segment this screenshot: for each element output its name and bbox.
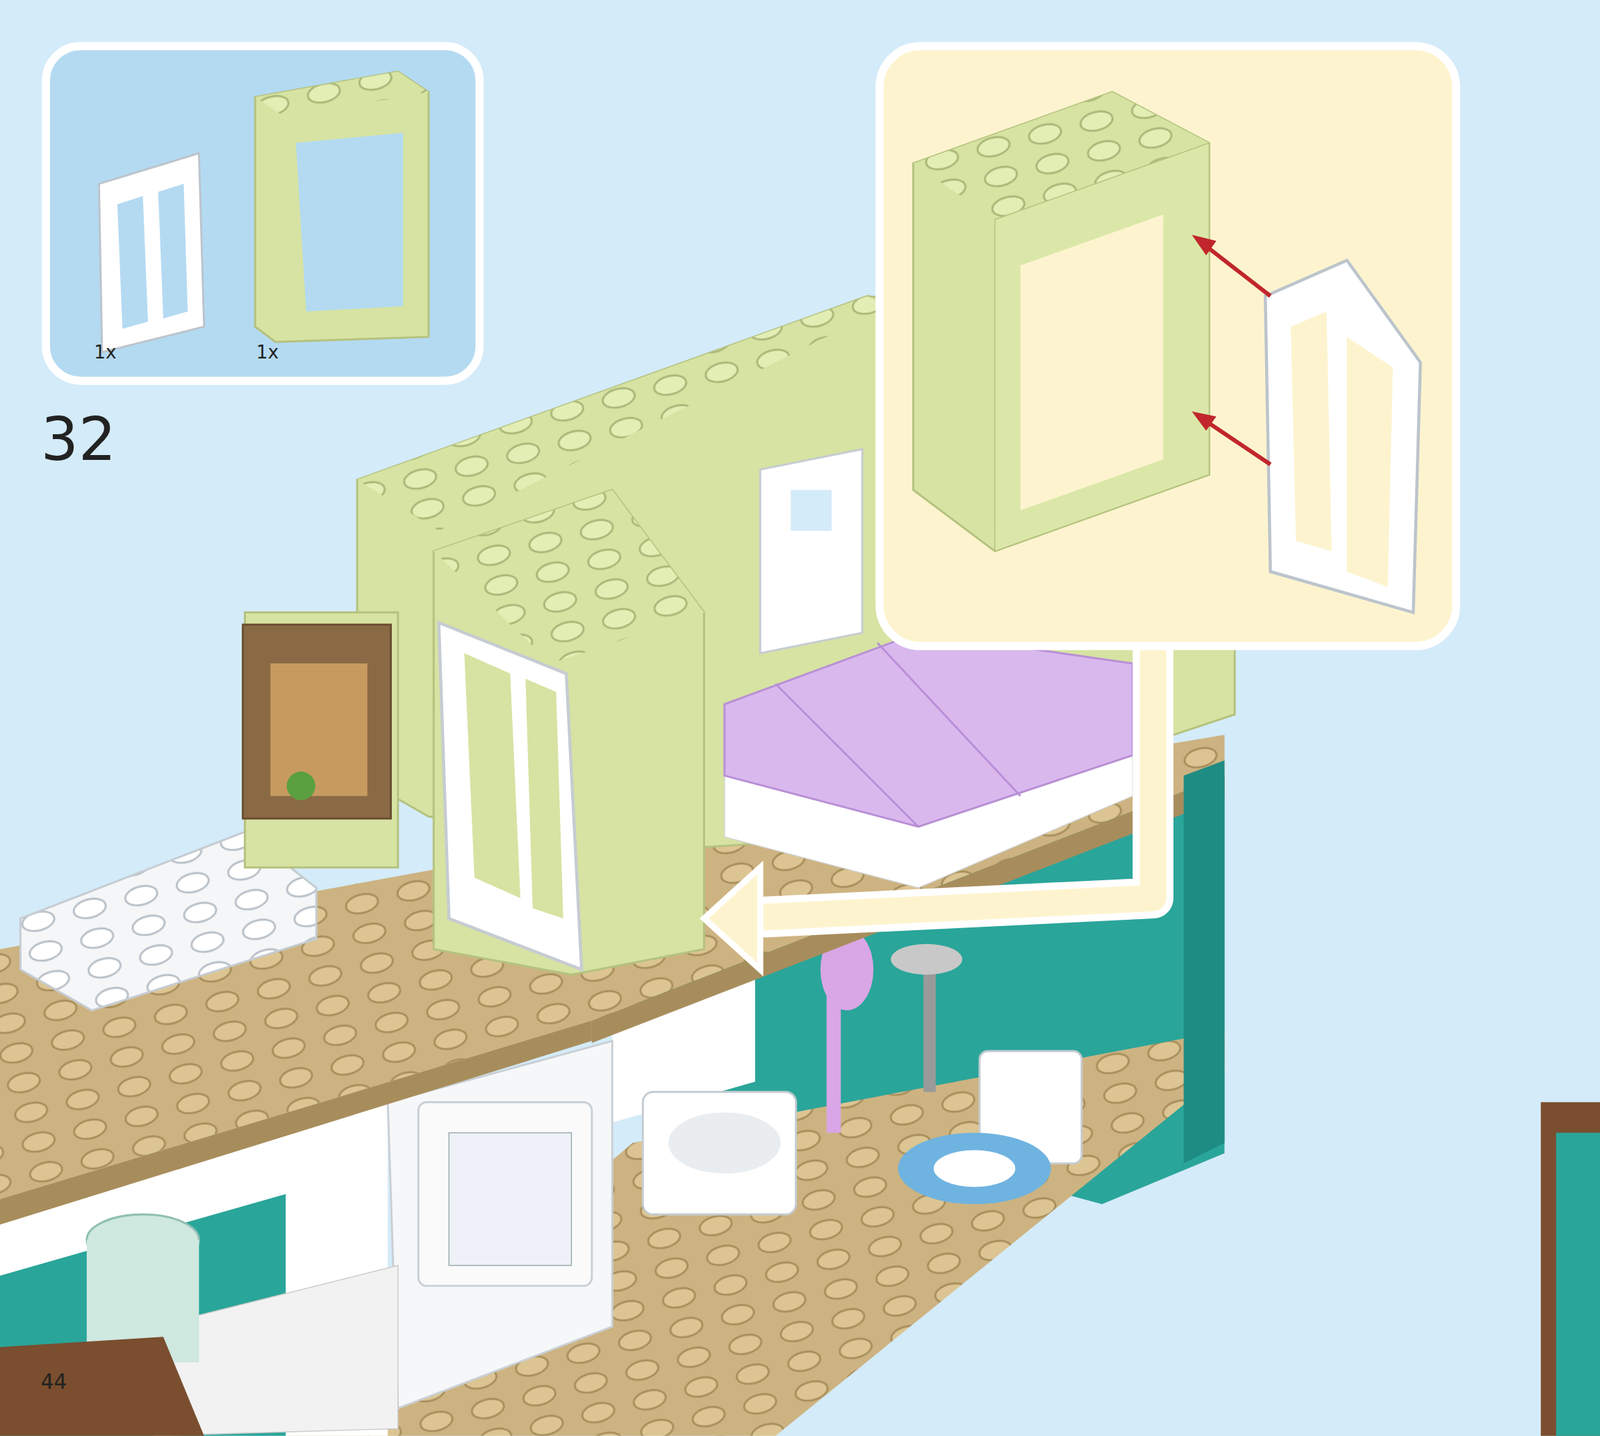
step-number: 32 xyxy=(40,409,117,469)
part-quantity: 1x xyxy=(93,343,117,362)
part-quantity: 1x xyxy=(256,343,279,362)
page-number: 44 xyxy=(40,1372,67,1393)
